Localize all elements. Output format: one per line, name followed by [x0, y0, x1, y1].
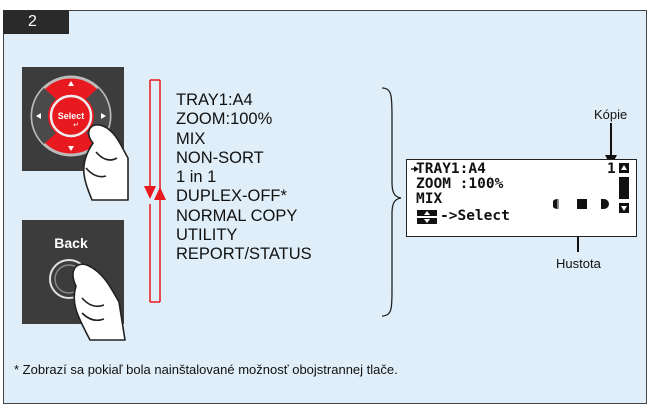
menu-item: MIX: [176, 129, 206, 148]
lcd-line-1: TRAY1:A4: [416, 161, 486, 177]
directional-pad-panel: Select ↵: [22, 67, 124, 171]
copies-callout-label: Kópie: [594, 107, 628, 122]
menu-item: ZOOM:100%: [176, 110, 273, 129]
down-arrow-icon: [144, 186, 156, 199]
hand-icon: [72, 263, 126, 341]
left-arrow-icon: [36, 113, 41, 119]
copies-count: 1: [607, 161, 616, 177]
select-button-label: Select: [58, 111, 85, 121]
lcd-line-4: ->Select: [440, 208, 510, 224]
density-scale-icon: [553, 199, 609, 209]
menu-item: REPORT/STATUS: [176, 245, 312, 264]
down-arrow-icon: [68, 146, 74, 151]
menu-item: UTILITY: [176, 226, 238, 245]
lcd-line-2: ZOOM :100%: [416, 176, 504, 192]
up-arrow-icon: [68, 81, 74, 86]
right-arrow-icon: [101, 113, 106, 119]
scroll-direction-indicator: [144, 79, 166, 303]
footnote: * Zobrazí sa pokiaľ bola nainštalované m…: [14, 362, 398, 377]
select-button[interactable]: [49, 94, 93, 138]
step-number-badge: 2: [3, 10, 69, 34]
lcd-line-3: MIX: [416, 191, 443, 207]
scroll-bar-icon: [619, 163, 629, 213]
menu-item: NORMAL COPY: [176, 206, 298, 225]
lcd-display: TRAY1:A4 ZOOM :100% MIX ->Select 1: [406, 159, 637, 237]
up-down-keys-icon: [417, 210, 437, 224]
cursor-arrow-icon: [411, 166, 419, 172]
menu-item: TRAY1:A4: [176, 91, 253, 109]
menu-item: 1 in 1: [176, 168, 217, 187]
density-callout-label: Hustota: [556, 256, 601, 271]
menu-item: NON-SORT: [176, 148, 264, 167]
hand-icon: [82, 124, 129, 201]
brace-icon: [381, 87, 402, 317]
back-button-label: Back: [54, 235, 88, 251]
menu-item: DUPLEX-OFF*: [176, 187, 287, 206]
up-arrow-icon: [154, 187, 166, 200]
left-key[interactable]: [32, 88, 56, 144]
menu-list: TRAY1:A4 ZOOM:100% MIX NON-SORT 1 in 1 D…: [176, 91, 312, 265]
enter-icon: ↵: [73, 121, 79, 129]
